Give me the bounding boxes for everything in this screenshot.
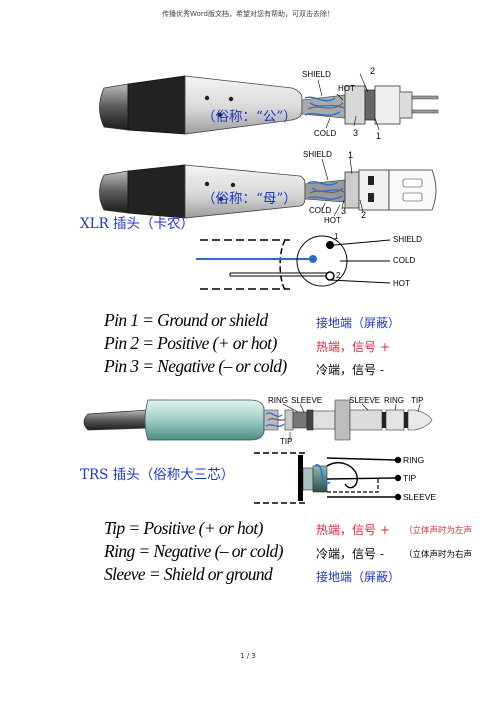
xlr-schematic-pin-3: 3 — [319, 255, 323, 262]
xlr-male-drawing — [99, 73, 439, 135]
xlr-schematic-pin-2: 2 — [336, 271, 341, 280]
xlr-pin-1-desc: 接地端（屏蔽） — [316, 316, 401, 330]
xlr-schematic — [196, 235, 391, 291]
trs-plug-label-tip: TIP — [280, 437, 293, 446]
xlr-male-label-3: 3 — [353, 128, 359, 138]
xlr-female-label-cold: COLD — [309, 206, 332, 215]
trs-sleeve-text: Sleeve = Shield or ground — [104, 564, 273, 584]
trs-plug-label-tip-2: TIP — [411, 396, 424, 405]
page-number: 1 / 3 — [240, 652, 256, 660]
xlr-section-title: XLR 插头（卡农） — [80, 216, 195, 232]
xlr-pin-2-desc: 热端，信号 + — [316, 340, 390, 354]
xlr-female-drawing — [99, 157, 437, 219]
xlr-female-label-shield: SHIELD — [303, 150, 332, 159]
xlr-male-label-1: 1 — [376, 131, 382, 141]
trs-ring-desc: 冷端，信号 - — [316, 547, 384, 561]
page-header: 传播优秀Word版文档，希望对您有帮助，可双击去除！ — [162, 10, 334, 18]
xlr-pin-2-text: Pin 2 = Positive (+ or hot) — [104, 333, 277, 353]
xlr-pin-1-text: Pin 1 = Ground or shield — [104, 310, 268, 330]
trs-plug-label-sleeve-2: SLEEVE — [349, 396, 381, 405]
xlr-male-label-shield: SHIELD — [302, 70, 331, 79]
trs-plug-drawing — [83, 399, 433, 441]
xlr-male-label-2: 2 — [370, 66, 376, 76]
trs-schematic-tip: TIP — [403, 473, 417, 483]
xlr-pin-3-text: Pin 3 = Negative (– or cold) — [104, 356, 287, 376]
xlr-female-label-3: 3 — [341, 206, 347, 216]
trs-schematic — [254, 452, 402, 504]
trs-sleeve-desc: 接地端（屏蔽） — [316, 570, 401, 584]
xlr-male-nickname: （俗称：“公”） — [202, 109, 297, 125]
trs-tip-text: Tip = Positive (+ or hot) — [104, 518, 263, 538]
xlr-female-nickname: （俗称：“母”） — [202, 191, 297, 207]
xlr-schematic-pin-1: 1 — [334, 232, 339, 241]
xlr-male-label-hot: HOT — [338, 84, 355, 93]
xlr-schematic-hot: HOT — [393, 279, 410, 288]
xlr-pin-3-desc: 冷端，信号 - — [316, 363, 384, 377]
xlr-female-label-hot: HOT — [324, 216, 341, 225]
xlr-female-label-1: 1 — [348, 150, 354, 160]
xlr-schematic-cold: COLD — [393, 256, 416, 265]
trs-ring-note: （立体声时为右声 — [404, 550, 473, 560]
trs-schematic-ring: RING — [403, 455, 425, 465]
trs-section-title: TRS 插头（俗称大三芯） — [80, 467, 235, 483]
trs-schematic-sleeve: SLEEVE — [403, 492, 437, 502]
xlr-male-label-cold: COLD — [314, 129, 337, 138]
trs-plug-label-sleeve: SLEEVE — [291, 396, 323, 405]
trs-tip-desc: 热端，信号 + — [316, 523, 390, 537]
trs-plug-label-ring: RING — [268, 396, 288, 405]
trs-ring-text: Ring = Negative (– or cold) — [104, 541, 283, 561]
xlr-schematic-shield: SHIELD — [393, 235, 422, 244]
trs-tip-note: （立体声时为左声 — [404, 526, 473, 536]
xlr-female-label-2: 2 — [361, 210, 367, 220]
trs-plug-label-ring-2: RING — [384, 396, 404, 405]
